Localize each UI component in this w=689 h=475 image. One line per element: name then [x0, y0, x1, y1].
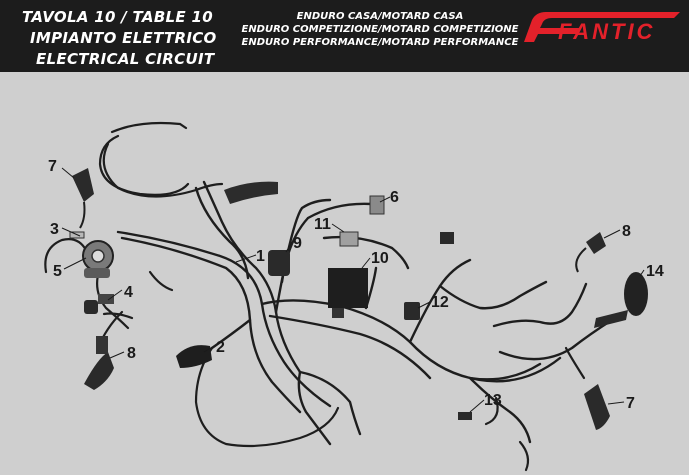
callout-8-left: 8	[127, 345, 136, 362]
callout-7-bottom-right: 7	[626, 395, 635, 412]
callout-5: 5	[53, 263, 62, 280]
callout-labels: 7 3 5 4 8 2 1 9 11 6 10 12 13 8 14 7	[48, 158, 664, 412]
callout-6: 6	[390, 189, 399, 206]
ignition-switch	[82, 240, 114, 278]
callout-4: 4	[124, 284, 133, 301]
ecu-10	[328, 268, 368, 318]
callout-9: 9	[293, 235, 302, 252]
callout-7-top-left: 7	[48, 158, 57, 175]
callout-13: 13	[484, 392, 502, 409]
callout-11: 11	[314, 216, 331, 233]
model-line-performance: ENDURO PERFORMANCE/MOTARD PERFORMANCE	[241, 37, 519, 48]
callout-10: 10	[371, 250, 389, 267]
model-line-casa: ENDURO CASA/MOTARD CASA	[296, 11, 464, 22]
indicator-front-left	[72, 168, 94, 229]
callout-1: 1	[256, 248, 265, 265]
wiring-diagram: 7 3 5 4 8 2 1 9 11 6 10 12 13 8 14 7	[44, 121, 664, 472]
model-line-competizione: ENDURO COMPETIZIONE/MOTARD COMPETIZIONE	[241, 24, 519, 35]
callout-8-right: 8	[622, 223, 631, 240]
switch-assembly-2	[176, 345, 212, 368]
indicator-rear-right	[584, 384, 610, 430]
lower-cables	[44, 238, 586, 472]
indicator-front-right	[575, 232, 606, 273]
section-title-it: IMPIANTO ELETTRICO	[30, 29, 217, 47]
coil-9	[268, 250, 290, 276]
connector-6	[369, 195, 385, 215]
regulator-11	[339, 231, 359, 247]
leader-lines	[61, 167, 645, 413]
brand-wordmark: FANTIC	[558, 19, 655, 44]
loose-cable	[98, 121, 224, 198]
table-title: TAVOLA 10 / TABLE 10	[22, 8, 213, 26]
relay-4	[84, 294, 114, 314]
callout-14: 14	[646, 263, 664, 280]
callout-3: 3	[50, 221, 59, 238]
main-harness	[116, 180, 614, 446]
section-title-en: ELECTRICAL CIRCUIT	[36, 50, 215, 68]
callout-2: 2	[216, 339, 225, 356]
taillight-14	[594, 272, 648, 328]
dashboard-display	[224, 181, 278, 204]
indicator-rear-left	[84, 336, 114, 390]
fantic-logo: FANTIC	[524, 12, 680, 44]
header-bar: TAVOLA 10 / TABLE 10 IMPIANTO ELETTRICO …	[0, 0, 689, 72]
callout-12: 12	[431, 294, 449, 311]
sensor-13	[458, 412, 472, 420]
relay-12	[404, 232, 454, 320]
